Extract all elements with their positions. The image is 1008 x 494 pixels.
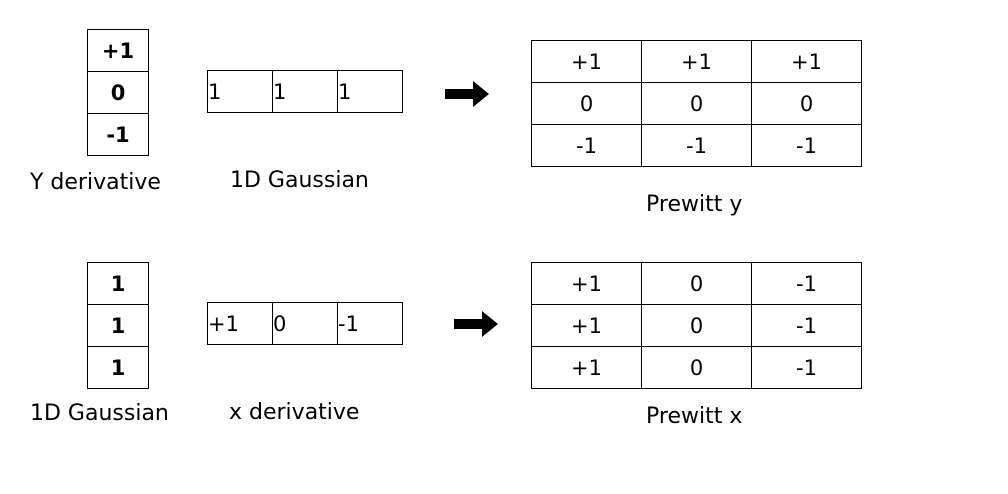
gaussian-column-label: 1D Gaussian — [30, 401, 169, 426]
gaussian-column-kernel: 1 1 1 — [87, 262, 149, 389]
kernel-cell: 1 — [207, 70, 273, 113]
matrix-cell: -1 — [751, 262, 862, 305]
right-arrow-icon — [454, 311, 498, 337]
matrix-cell: 0 — [531, 82, 642, 125]
kernel-cell: 1 — [272, 70, 338, 113]
prewitt-y-matrix: +1 +1 +1 0 0 0 -1 -1 -1 — [531, 40, 862, 167]
gaussian-row-label: 1D Gaussian — [230, 168, 369, 193]
matrix-cell: 0 — [641, 304, 752, 347]
kernel-cell: 1 — [87, 304, 149, 347]
matrix-cell: -1 — [641, 124, 752, 167]
matrix-cell: 0 — [641, 346, 752, 389]
x-derivative-kernel: +1 0 -1 — [207, 302, 403, 345]
matrix-cell: -1 — [751, 346, 862, 389]
prewitt-y-label: Prewitt y — [646, 192, 743, 217]
matrix-cell: 0 — [641, 82, 752, 125]
kernel-cell: 1 — [87, 346, 149, 389]
prewitt-x-matrix: +1 0 -1 +1 0 -1 +1 0 -1 — [531, 262, 862, 389]
matrix-cell: 0 — [751, 82, 862, 125]
matrix-cell: -1 — [751, 124, 862, 167]
y-derivative-kernel: +1 0 -1 — [87, 29, 149, 156]
matrix-cell: +1 — [531, 262, 642, 305]
kernel-cell: 0 — [87, 71, 149, 114]
kernel-cell: +1 — [87, 29, 149, 72]
kernel-cell: 1 — [337, 70, 403, 113]
kernel-cell: 0 — [272, 302, 338, 345]
matrix-cell: +1 — [641, 40, 752, 83]
matrix-cell: +1 — [751, 40, 862, 83]
gaussian-row-kernel: 1 1 1 — [207, 70, 403, 113]
x-derivative-label: x derivative — [229, 400, 360, 425]
matrix-cell: -1 — [531, 124, 642, 167]
matrix-cell: -1 — [751, 304, 862, 347]
kernel-cell: -1 — [337, 302, 403, 345]
matrix-cell: +1 — [531, 40, 642, 83]
kernel-cell: -1 — [87, 113, 149, 156]
prewitt-x-label: Prewitt x — [646, 404, 743, 429]
kernel-cell: +1 — [207, 302, 273, 345]
kernel-cell: 1 — [87, 262, 149, 305]
matrix-cell: +1 — [531, 304, 642, 347]
y-derivative-label: Y derivative — [30, 170, 161, 195]
right-arrow-icon — [445, 81, 489, 107]
matrix-cell: 0 — [641, 262, 752, 305]
matrix-cell: +1 — [531, 346, 642, 389]
